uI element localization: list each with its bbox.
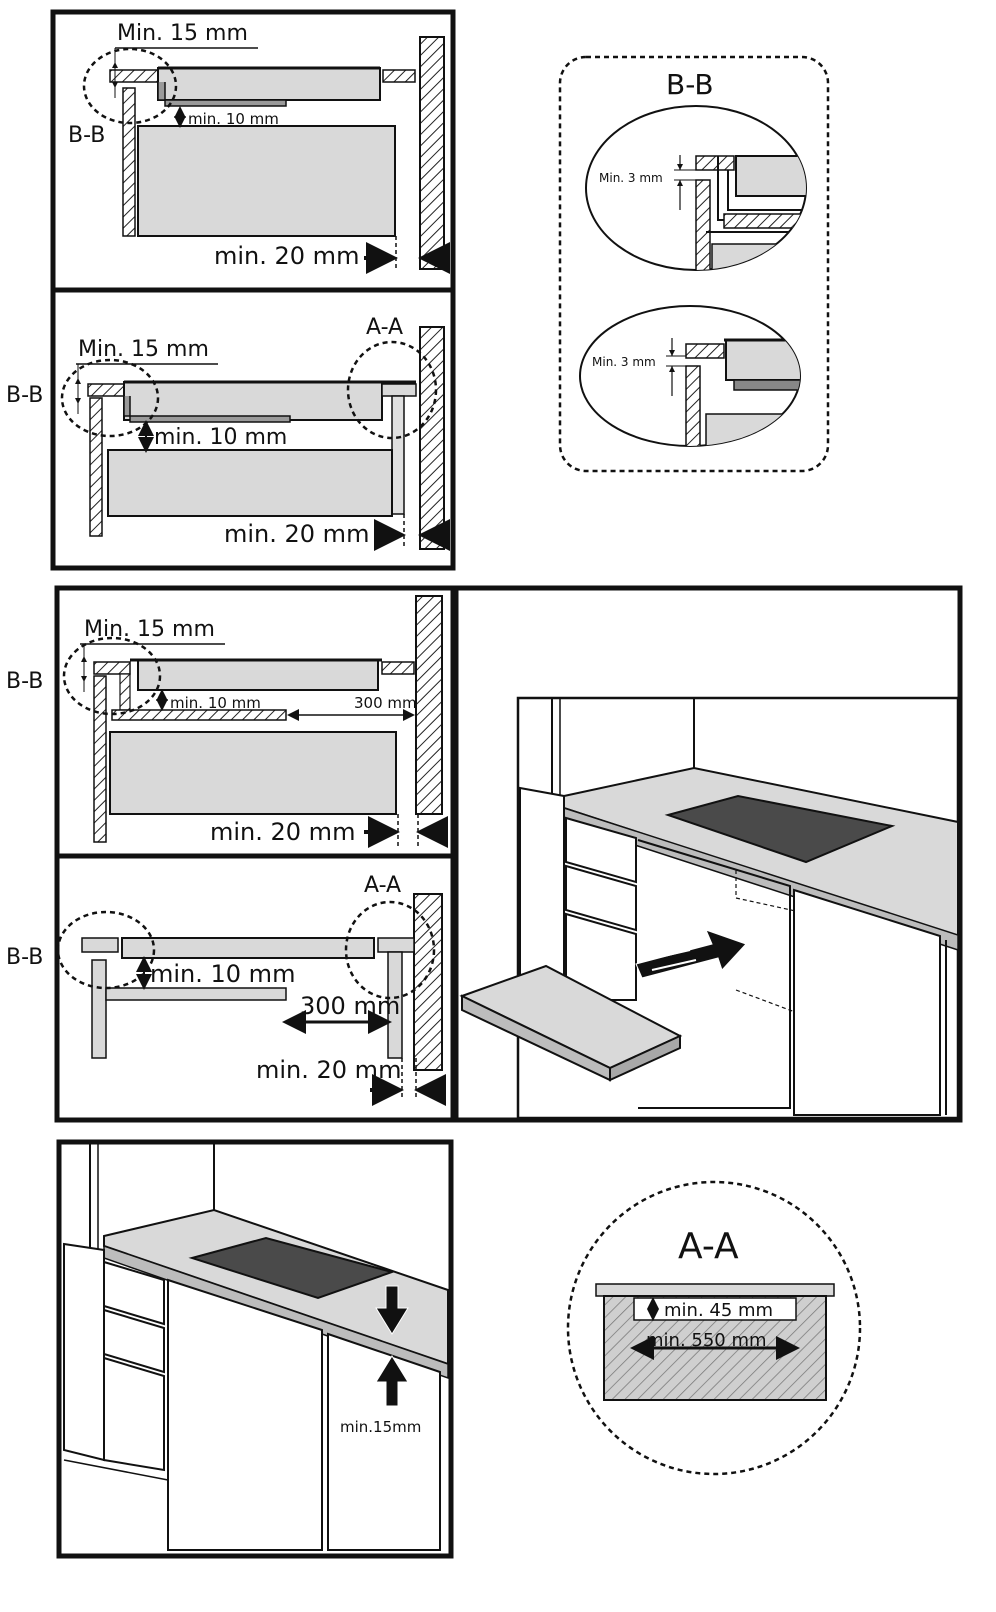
- section-label-bb: B-B: [6, 945, 43, 970]
- side-panel: [122, 87, 136, 237]
- detail-aa: A-A min. 45 mm min. 550 mm: [566, 1180, 862, 1476]
- label-min-20mm: min. 20 mm: [210, 818, 355, 846]
- detail-bb: B-B Min. 3 mm: [558, 55, 830, 473]
- detail-circle-bb: [56, 910, 156, 990]
- worktop-right: [377, 937, 415, 953]
- drawer: [103, 1308, 165, 1374]
- detail-circle-bb: [60, 358, 160, 438]
- panel-6-frame: [56, 1139, 454, 1559]
- drawer: [565, 912, 637, 1001]
- worktop-right: [381, 661, 415, 675]
- countertop: [103, 1208, 449, 1366]
- label-min-3mm-upper: Min. 3 mm: [599, 171, 663, 185]
- wall: [419, 36, 445, 270]
- detail-circle-aa: [344, 900, 436, 1000]
- section-label-bb: B-B: [6, 669, 43, 694]
- label-300mm: 300 mm: [300, 992, 400, 1020]
- drawer: [103, 1260, 165, 1326]
- label-min-20mm: min. 20 mm: [224, 520, 369, 548]
- panel-5-frame: [453, 585, 963, 1123]
- oven: [107, 449, 393, 517]
- shelf: [105, 987, 287, 1001]
- detail-bb-title: B-B: [666, 68, 714, 101]
- wall: [415, 595, 443, 815]
- section-label-bb: B-B: [68, 123, 105, 148]
- hob: [137, 659, 379, 691]
- label-min-15mm: Min. 15 mm: [78, 337, 209, 362]
- label-min-10mm: min. 10 mm: [188, 110, 279, 128]
- side-panel: [91, 959, 107, 1059]
- panel-4-frame: [54, 853, 456, 1123]
- worktop-left: [109, 69, 159, 83]
- label-min-3mm-lower: Min. 3 mm: [592, 355, 656, 369]
- hob: [121, 937, 375, 959]
- worktop-left: [93, 661, 131, 675]
- label-min-15mm: Min. 15 mm: [117, 21, 248, 46]
- label-min-10mm: min. 10 mm: [154, 425, 287, 450]
- oven: [137, 125, 396, 237]
- detail-circle-aa: [346, 340, 438, 440]
- section-label-bb: B-B: [6, 383, 43, 408]
- hob: [188, 1236, 396, 1300]
- wall: [413, 893, 443, 1071]
- detail-circle-bb: [62, 636, 162, 716]
- hob: [157, 67, 381, 101]
- down-arrow: [375, 1285, 409, 1335]
- panel-4-cross-section: min. 10 mm 300 mm B-B A-A min. 20 mm: [6, 853, 456, 1123]
- cabinet-door: [167, 1278, 323, 1551]
- drawer: [565, 864, 637, 932]
- support-leg: [391, 395, 405, 515]
- label-min-550mm: min. 550 mm: [646, 1330, 767, 1351]
- detail-aa-circle: [566, 1180, 862, 1476]
- section-label-aa: A-A: [366, 315, 403, 340]
- section-label-aa: A-A: [364, 873, 401, 898]
- detail-circle-bb: [82, 47, 178, 125]
- insert-arrow: [635, 929, 747, 979]
- label-min-45mm: min. 45 mm: [664, 1300, 773, 1321]
- worktop-left: [81, 937, 119, 953]
- panel-1-cross-section: Min. 15 mm min. 10 mm B-B min. 20 mm: [50, 9, 456, 293]
- opening: [633, 1297, 797, 1321]
- panel-6-perspective: min.15mm: [56, 1139, 454, 1559]
- up-arrow: [375, 1355, 409, 1407]
- panel-2-frame: [50, 287, 456, 571]
- worktop-right: [382, 69, 416, 83]
- label-min-10mm: min. 10 mm: [150, 960, 295, 988]
- worktop-right: [381, 383, 417, 397]
- wall: [419, 326, 445, 550]
- panel-3-cross-section: Min. 15 mm min. 10 mm 300 mm B-B min. 20…: [6, 585, 456, 859]
- label-min-20mm: min. 20 mm: [256, 1056, 401, 1084]
- drawer: [565, 816, 637, 884]
- drawer: [103, 1356, 165, 1472]
- label-min-20mm: min. 20 mm: [214, 242, 359, 270]
- hob: [123, 381, 383, 421]
- detail-bb-frame: [558, 55, 830, 473]
- panel-5-perspective: [453, 585, 963, 1123]
- detail-aa-title: A-A: [678, 1226, 739, 1267]
- panel-2-cross-section: Min. 15 mm min. 10 mm B-B A-A min. 20 mm: [6, 287, 456, 571]
- worktop: [595, 1283, 835, 1297]
- label-min-15mm: Min. 15 mm: [84, 617, 215, 642]
- oven: [109, 731, 397, 815]
- worktop-left: [87, 383, 125, 397]
- label-min-15mm: min.15mm: [340, 1418, 421, 1436]
- label-min-10mm: min. 10 mm: [170, 694, 261, 712]
- side-panel: [93, 675, 107, 843]
- hob: [664, 794, 896, 864]
- label-300mm: 300 mm: [354, 694, 417, 712]
- side-panel: [89, 397, 103, 537]
